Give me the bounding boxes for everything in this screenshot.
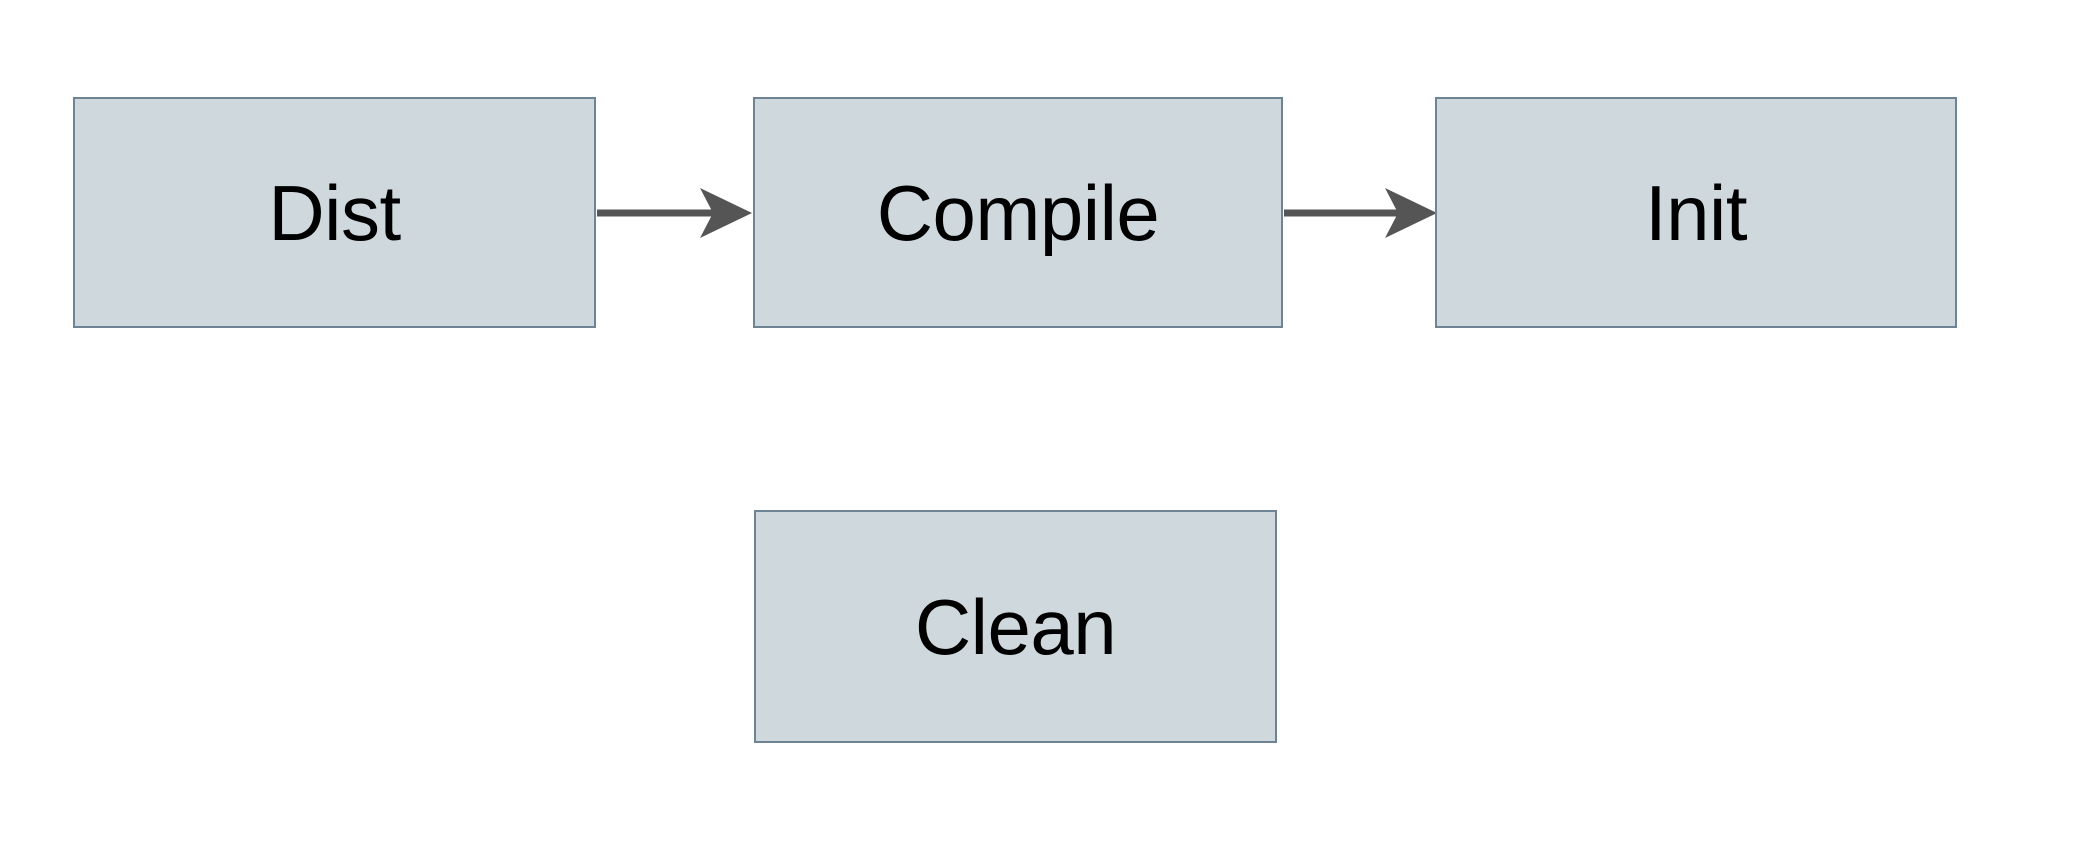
node-init[interactable]: Init (1435, 97, 1957, 328)
edge-dist-to-compile (597, 188, 752, 238)
edge-compile-to-init-arrowhead (1385, 188, 1437, 238)
node-dist-label: Dist (268, 168, 401, 257)
node-compile[interactable]: Compile (753, 97, 1283, 328)
node-clean-label: Clean (914, 582, 1117, 671)
edge-dist-to-compile-arrowhead (700, 188, 752, 238)
node-clean[interactable]: Clean (754, 510, 1277, 743)
node-compile-label: Compile (876, 168, 1160, 257)
node-dist[interactable]: Dist (73, 97, 596, 328)
node-init-label: Init (1644, 168, 1748, 257)
edge-compile-to-init (1284, 188, 1437, 238)
